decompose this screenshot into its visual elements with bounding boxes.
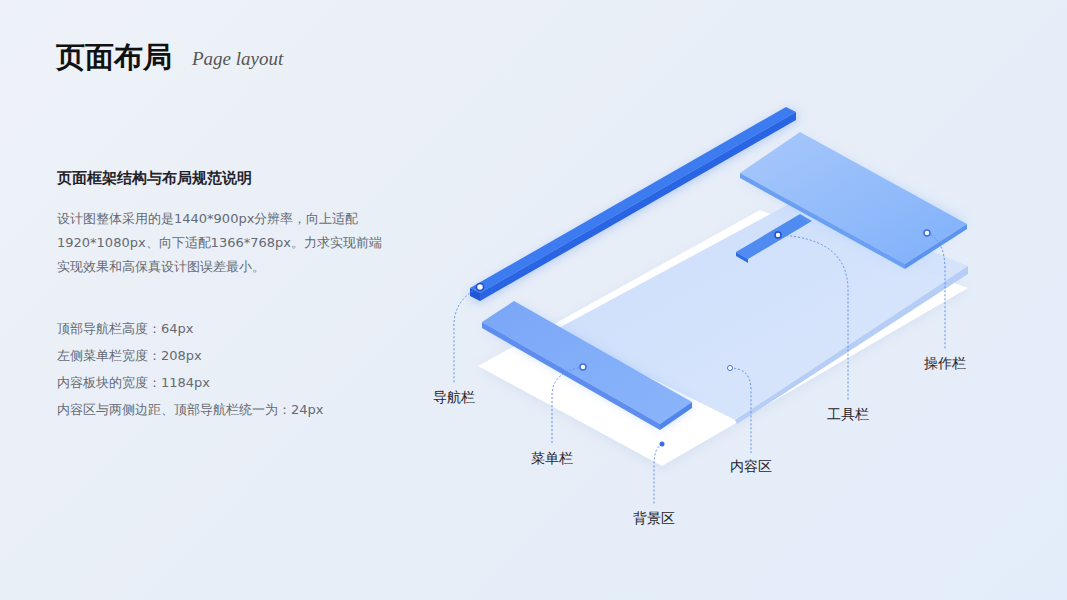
leader-line: [730, 368, 751, 453]
operation-bar-side: [905, 224, 967, 269]
callout-label: 导航栏: [433, 389, 475, 407]
dot: [580, 364, 586, 370]
callout-label: 背景区: [633, 510, 675, 528]
leader-line: [778, 235, 848, 401]
operation-bar: [740, 132, 967, 264]
menu-bar-side: [660, 402, 692, 430]
nav-bar: [470, 107, 796, 293]
content-edge: [735, 266, 968, 424]
operation-bar-side: [740, 173, 905, 269]
spec-line: 顶部导航栏高度：64px: [57, 320, 194, 338]
leader-lines: [454, 233, 945, 505]
spec-line: 内容板块的宽度：1184px: [57, 374, 210, 392]
leader-line: [552, 367, 583, 445]
leader-line: [654, 444, 662, 505]
callout-label: 操作栏: [924, 355, 966, 373]
callout-label: 内容区: [730, 458, 772, 476]
tool-bar: [736, 214, 812, 259]
tool-bar-side: [736, 252, 748, 263]
menu-bar-side: [482, 322, 660, 430]
page-title: 页面布局: [56, 38, 172, 78]
menu-bar: [482, 301, 692, 424]
dot: [660, 442, 665, 447]
dot: [728, 366, 733, 371]
callout-label: 工具栏: [827, 406, 869, 424]
dots: [477, 230, 931, 447]
leader-line: [927, 233, 945, 350]
section-heading: 页面框架结构与布局规范说明: [57, 169, 252, 188]
callout-label: 菜单栏: [531, 450, 573, 468]
dot: [924, 230, 930, 236]
dot: [775, 232, 781, 238]
dot: [477, 284, 484, 291]
subtitle: Page layout: [192, 48, 283, 70]
nav-bar-side: [480, 112, 796, 301]
description: 设计图整体采用的是1440*900px分辨率，向上适配1920*1080px、向…: [57, 207, 387, 279]
leader-line: [454, 287, 480, 384]
spec-line: 内容区与两侧边距、顶部导航栏统一为：24px: [57, 401, 324, 419]
spec-line: 左侧菜单栏宽度：208px: [57, 347, 202, 365]
